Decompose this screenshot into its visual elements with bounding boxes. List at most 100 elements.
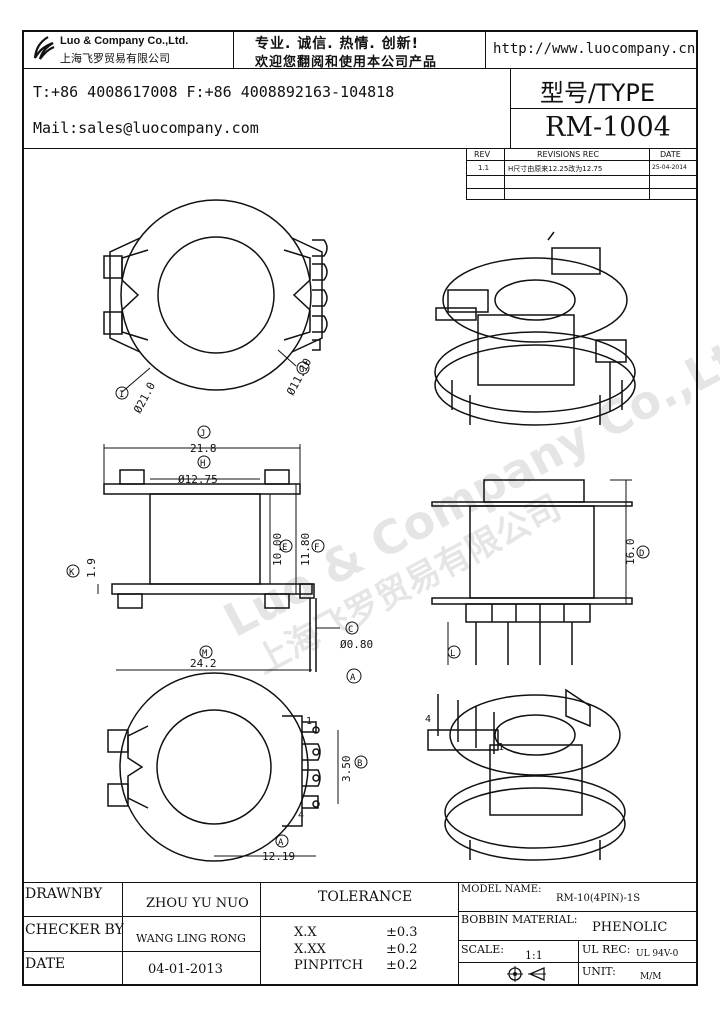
- dim-height-d: 16.0: [624, 539, 637, 566]
- company-logo-icon: [33, 36, 55, 60]
- side-view: [97, 444, 340, 672]
- titleblock-col-1: [122, 882, 123, 986]
- iso-pin-4-label: 4: [425, 714, 431, 725]
- dim-width-m: 24.2: [190, 657, 217, 670]
- tol-key-2: X.XX: [294, 942, 326, 957]
- type-value: RM-1004: [545, 112, 671, 143]
- label-g-circle: [296, 361, 310, 375]
- dim-pin-dia: Ø0.80: [340, 638, 373, 651]
- titleblock-col-2: [260, 882, 261, 986]
- dim-height-e: 10.00: [271, 533, 284, 566]
- ul-rec-value: UL 94V-0: [636, 949, 679, 959]
- type-label: 型号/TYPE: [540, 79, 656, 107]
- header-col-divider-2: [485, 30, 486, 68]
- dim-inner-1275: Ø12.75: [178, 473, 218, 486]
- rev-row-rec: H尺寸由原来12.25改为12.75: [508, 165, 603, 173]
- technical-drawing: I Ø21.0 G Ø11.10 J 21.8: [66, 199, 650, 863]
- dim-flange: 1.9: [85, 558, 98, 578]
- pin-4-label: 4: [298, 810, 304, 821]
- scale-value: 1:1: [525, 949, 543, 962]
- dim-pitch-b: 3.50: [340, 756, 353, 783]
- type-row-divider: [510, 108, 698, 109]
- label-m: M: [202, 649, 208, 659]
- titleblock-col-3: [458, 882, 459, 986]
- tol-key-3: PINPITCH: [294, 958, 364, 973]
- drawnby-label: DRAWNBY: [25, 886, 103, 902]
- rev-row-line-2: [466, 175, 698, 176]
- label-a-top: A: [350, 673, 356, 683]
- dim-inner-dia: Ø11.10: [284, 356, 314, 397]
- rev-header-rev: REV: [474, 150, 491, 159]
- rev-row-rev: 1.1: [478, 164, 490, 172]
- tol-key-1: X.X: [294, 925, 317, 940]
- model-name-value: RM-10(4PIN)-1S: [556, 893, 641, 904]
- header-divider: [22, 68, 698, 69]
- titleblock-right-row-1: [458, 911, 698, 912]
- scale-label: SCALE:: [461, 943, 504, 956]
- model-name-label: MODEL NAME:: [461, 884, 542, 895]
- dim-width-218: 21.8: [190, 442, 217, 455]
- label-a-bottom: A: [278, 838, 284, 848]
- dim-width-a: 12.19: [262, 850, 295, 863]
- mail-address[interactable]: Mail:sales@luocompany.com: [33, 119, 259, 137]
- projection-symbol-icon: [507, 966, 546, 982]
- pin-1-label: 1: [306, 716, 312, 727]
- rev-header-date: DATE: [660, 150, 681, 159]
- ul-rec-label: UL REC:: [582, 943, 631, 956]
- phone-fax: T:+86 4008617008 F:+86 4008892163-104818: [33, 83, 395, 101]
- dim-height-f: 11.80: [299, 533, 312, 566]
- rev-row-date: 25-04-2014: [652, 164, 687, 171]
- drawing-sheet: [22, 30, 698, 986]
- label-j: J: [200, 429, 205, 439]
- dim-outer-dia: Ø21.0: [131, 380, 158, 415]
- checker-value: WANG LING RONG: [136, 932, 246, 945]
- label-i-circle: [115, 386, 129, 400]
- header-bottom-divider: [22, 148, 698, 149]
- tol-val-2: ±0.2: [386, 942, 418, 957]
- label-d: D: [639, 549, 644, 559]
- top-view: [103, 199, 328, 393]
- slogan-line-1: 专业. 诚信. 热情. 创新!: [255, 36, 419, 52]
- titleblock-top-line: [22, 882, 698, 883]
- header-col-divider-1: [233, 30, 234, 68]
- tol-val-1: ±0.3: [386, 925, 418, 940]
- iso-pin-1-label: 1: [498, 742, 504, 753]
- company-name-cn: 上海飞罗贸易有限公司: [60, 52, 170, 65]
- company-name-en: Luo & Company Co.,Ltd.: [60, 35, 189, 47]
- front-view: [431, 479, 633, 665]
- label-c: C: [348, 625, 353, 635]
- bobbin-material-label: BOBBIN MATERIAL:: [461, 913, 578, 926]
- label-b: B: [357, 759, 362, 769]
- rev-row-line-4: [466, 199, 698, 200]
- label-g: G: [299, 365, 304, 375]
- unit-label: UNIT:: [582, 965, 616, 978]
- label-e: E: [282, 543, 287, 553]
- rev-row-line-3: [466, 188, 698, 189]
- bottom-view: [107, 669, 339, 862]
- titleblock-right-col: [578, 940, 579, 986]
- iso-view-bottom: [427, 688, 626, 861]
- slogan-line-2: 欢迎您翻阅和使用本公司产品: [255, 55, 438, 70]
- rev-row-line-1: [466, 160, 698, 161]
- iso-view-top: [434, 231, 636, 426]
- label-i: I: [119, 390, 124, 400]
- tol-val-3: ±0.2: [386, 958, 418, 973]
- bobbin-material-value: PHENOLIC: [592, 920, 668, 935]
- date-label: DATE: [25, 956, 66, 972]
- rev-col-line-0: [466, 148, 467, 199]
- date-value: 04-01-2013: [148, 962, 223, 977]
- unit-value: M/M: [640, 972, 662, 982]
- website-link[interactable]: http://www.luocompany.cn: [493, 41, 696, 57]
- label-l: L: [450, 649, 455, 659]
- titleblock-row-line-2: [22, 951, 260, 952]
- checker-label: CHECKER BY: [25, 922, 124, 938]
- titleblock-row-line-1: [22, 916, 458, 917]
- label-f: F: [314, 543, 319, 553]
- drawnby-value: ZHOU YU NUO: [146, 896, 249, 911]
- rev-col-line-1: [504, 148, 505, 199]
- label-h: H: [200, 459, 205, 469]
- rev-col-line-2: [649, 148, 650, 199]
- label-k: K: [69, 568, 75, 578]
- rev-header-rec: REVISIONS REC: [537, 150, 599, 159]
- tolerance-label: TOLERANCE: [318, 889, 413, 905]
